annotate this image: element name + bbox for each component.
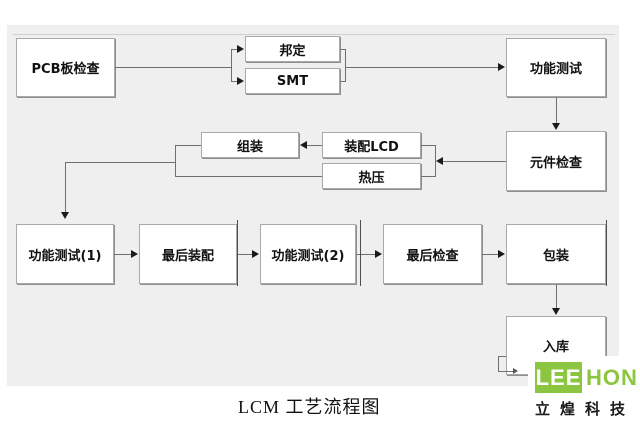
arrowhead-down-icon: [552, 123, 560, 130]
arrowhead-left-icon: [436, 157, 443, 165]
node-assemble-lcd: 装配LCD: [322, 132, 421, 158]
node-packaging: 包装: [506, 224, 606, 284]
arrowhead-right-icon: [498, 250, 505, 258]
arrowhead-right-icon: [375, 250, 382, 258]
connector-line: [345, 67, 498, 68]
connector-line: [498, 356, 506, 357]
node-function-test-2: 功能测试(2): [260, 224, 356, 284]
logo-hon-text: HON: [586, 364, 638, 390]
logo-lee-block: LEE: [535, 362, 582, 393]
connector-line: [231, 49, 237, 50]
logo-company-name: 立煌科技: [535, 400, 636, 418]
connector-line: [482, 254, 498, 255]
node-final-inspection: 最后检查: [383, 224, 482, 284]
connector-line: [340, 49, 345, 50]
arrowhead-down-icon: [61, 212, 69, 219]
connector-line: [356, 254, 375, 255]
connector-line: [237, 254, 252, 255]
arrowhead-right-icon: [252, 250, 259, 258]
connector-line: [65, 162, 175, 163]
connector-line: [65, 162, 66, 213]
node-component-inspection: 元件检查: [506, 131, 606, 191]
connector-line: [231, 81, 237, 82]
arrowhead-right-icon: [237, 45, 244, 53]
connector-line: [175, 176, 322, 177]
connector-line: [435, 145, 436, 177]
arrowhead-right-icon: [131, 250, 138, 258]
panel-top-line: [13, 34, 615, 35]
connector-line: [556, 97, 557, 124]
connector-line: [340, 81, 345, 82]
edge-accent-line: [360, 220, 361, 286]
arrowhead-right-icon: [237, 77, 244, 85]
node-function-test: 功能测试: [506, 38, 606, 97]
connector-line: [556, 284, 557, 309]
connector-line: [443, 161, 506, 162]
edge-accent-line: [606, 220, 607, 286]
node-pcb-inspection: PCB板检查: [16, 38, 115, 97]
connector-line: [175, 145, 201, 146]
connector-line: [421, 145, 435, 146]
node-assembly: 组装: [201, 132, 299, 158]
connector-line: [345, 49, 346, 82]
connector-line: [498, 371, 513, 372]
connector-line: [421, 176, 435, 177]
connector-line: [175, 145, 176, 177]
node-smt: SMT: [245, 68, 340, 94]
diagram-caption: LCM 工艺流程图: [238, 397, 381, 417]
connector-line: [498, 356, 499, 371]
node-function-test-1: 功能测试(1): [16, 224, 114, 284]
connector-line: [231, 49, 232, 82]
arrowhead-right-icon: [498, 63, 505, 71]
arrowhead-right-small-icon: [513, 368, 518, 374]
connector-line: [115, 67, 231, 68]
arrowhead-down-icon: [552, 308, 560, 315]
edge-accent-line: [237, 220, 238, 286]
connector-line: [307, 145, 322, 146]
node-hot-press: 热压: [322, 163, 421, 189]
arrowhead-left-icon: [300, 141, 307, 149]
node-bonding: 邦定: [245, 36, 340, 62]
connector-line: [114, 254, 131, 255]
node-final-assembly: 最后装配: [139, 224, 237, 284]
